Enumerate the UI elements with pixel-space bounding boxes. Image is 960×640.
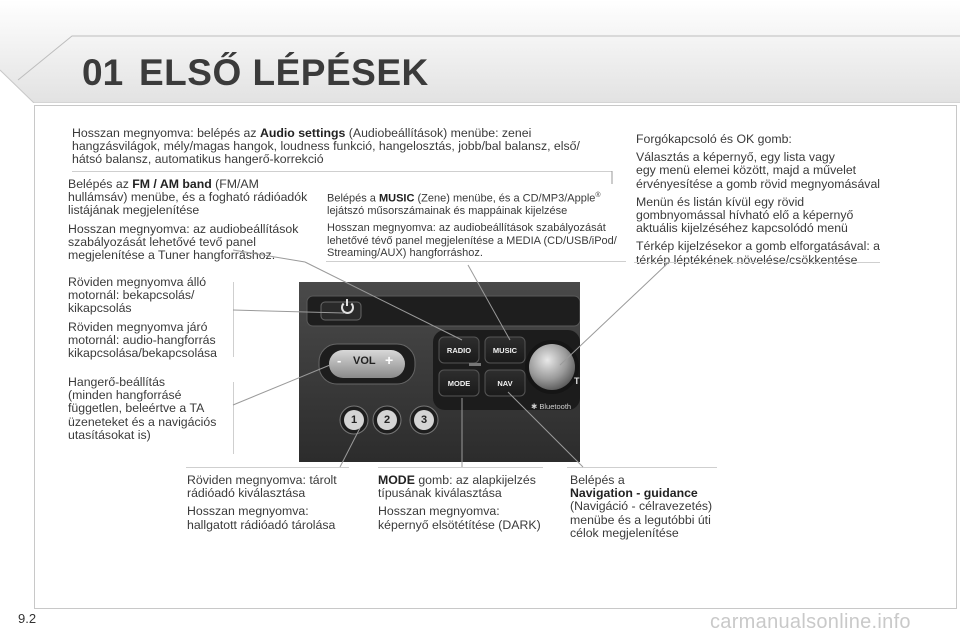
vol-plus: +	[385, 352, 394, 368]
preset-1-label: 1	[350, 414, 358, 426]
preset-2-label: 2	[383, 414, 391, 426]
nav-button-label: NAV	[497, 378, 513, 388]
page-title: ELSŐ LÉPÉSEK	[139, 52, 429, 93]
fm-am-text: Belépés az FM / AM band (FM/AM hullámsáv…	[68, 177, 308, 263]
mode-text: MODE gomb: az alapkijelzés típusának kiv…	[378, 473, 541, 532]
frame-left-border	[34, 105, 35, 608]
bluetooth-icon: ✱	[531, 402, 538, 411]
power-text: Röviden megnyomva álló motornál: bekapcs…	[68, 275, 218, 361]
watermark: carmanualsonline.info	[710, 611, 911, 633]
power-button[interactable]	[341, 299, 354, 314]
bluetooth-label: ✱ Bluetooth	[531, 402, 572, 411]
vol-minus: -	[337, 353, 342, 368]
presets-text: Röviden megnyomva: tárolt rádióadó kivál…	[187, 473, 337, 532]
divider	[233, 282, 234, 357]
music-button-label: MUSIC	[492, 345, 518, 355]
rotary-knob-text: Forgókapcsoló és OK gomb: Választás a ké…	[636, 132, 881, 267]
divider	[233, 382, 234, 454]
divider	[634, 262, 880, 263]
mode-button-label: MODE	[447, 378, 471, 388]
radio-button[interactable]: RADIO	[439, 337, 479, 363]
power-icon-bar	[346, 299, 348, 306]
radio-button-label: RADIO	[446, 345, 472, 355]
nav-button[interactable]: NAV	[485, 370, 525, 396]
music-text: Belépés a MUSIC (Zene) menübe, és a CD/M…	[327, 192, 617, 259]
preset-1-button[interactable]: 1	[344, 410, 364, 430]
audio-settings-text: Hosszan megnyomva: belépés az Audio sett…	[72, 126, 580, 167]
divider	[567, 467, 717, 468]
page-number: 9.2	[18, 611, 37, 626]
divider	[72, 171, 612, 172]
partial-button-label: T	[574, 376, 580, 386]
preset-3-label: 3	[420, 414, 428, 426]
volume-text: Hangerő-beállítás (minden hangforrásé fü…	[68, 375, 217, 442]
divider	[378, 467, 543, 468]
vol-label: VOL	[353, 355, 376, 367]
divider	[186, 467, 349, 468]
preset-2-button[interactable]: 2	[377, 410, 397, 430]
rotary-ok-knob[interactable]	[531, 340, 577, 386]
header-band	[0, 0, 960, 103]
music-button[interactable]: MUSIC	[485, 337, 525, 363]
content-frame	[34, 105, 957, 609]
mode-button[interactable]: MODE	[439, 370, 479, 396]
volume-rocker[interactable]: - VOL +	[329, 348, 405, 376]
nav-text: Belépés a Navigation - guidance (Navigác…	[570, 473, 713, 540]
divider	[326, 261, 626, 262]
chapter-number: 01	[82, 52, 124, 93]
preset-3-button[interactable]: 3	[414, 410, 434, 430]
